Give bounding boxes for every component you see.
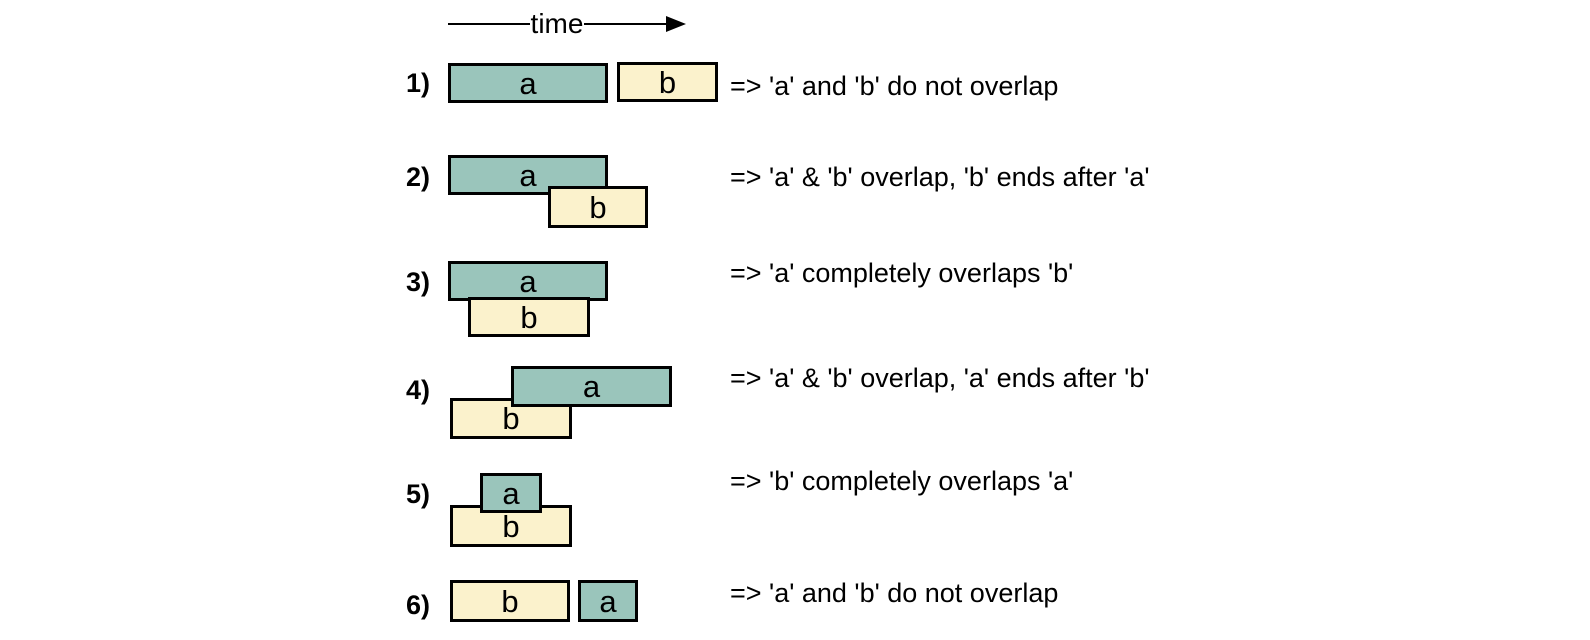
case-number: 1) — [405, 68, 430, 98]
case-description: => 'a' and 'b' do not overlap — [730, 71, 1059, 101]
case-number: 6) — [405, 590, 430, 620]
case-description: => 'a' and 'b' do not overlap — [730, 578, 1059, 608]
interval-box-b: b — [548, 186, 648, 228]
case-number: 3) — [405, 267, 430, 297]
case-description: => 'a' & 'b' overlap, 'b' ends after 'a' — [730, 162, 1150, 192]
case-number: 4) — [405, 375, 430, 405]
case-description: => 'a' & 'b' overlap, 'a' ends after 'b' — [730, 363, 1150, 393]
time-axis-line-left — [448, 23, 530, 25]
time-axis-line-right — [584, 23, 666, 25]
interval-box-b: b — [468, 297, 590, 337]
arrow-right-icon — [666, 16, 686, 32]
time-axis: time — [448, 7, 686, 41]
case-description: => 'b' completely overlaps 'a' — [730, 466, 1074, 496]
interval-box-a: a — [448, 155, 608, 195]
interval-box-a: a — [578, 580, 638, 622]
time-axis-label: time — [530, 8, 584, 39]
interval-box-a: a — [448, 261, 608, 301]
interval-box-a: a — [448, 63, 608, 103]
case-number: 5) — [405, 479, 430, 509]
interval-box-a: a — [511, 366, 672, 407]
case-number: 2) — [405, 162, 430, 192]
case-description: => 'a' completely overlaps 'b' — [730, 258, 1074, 288]
interval-box-b: b — [450, 580, 570, 622]
interval-box-a: a — [480, 473, 542, 513]
interval-box-b: b — [617, 62, 718, 102]
